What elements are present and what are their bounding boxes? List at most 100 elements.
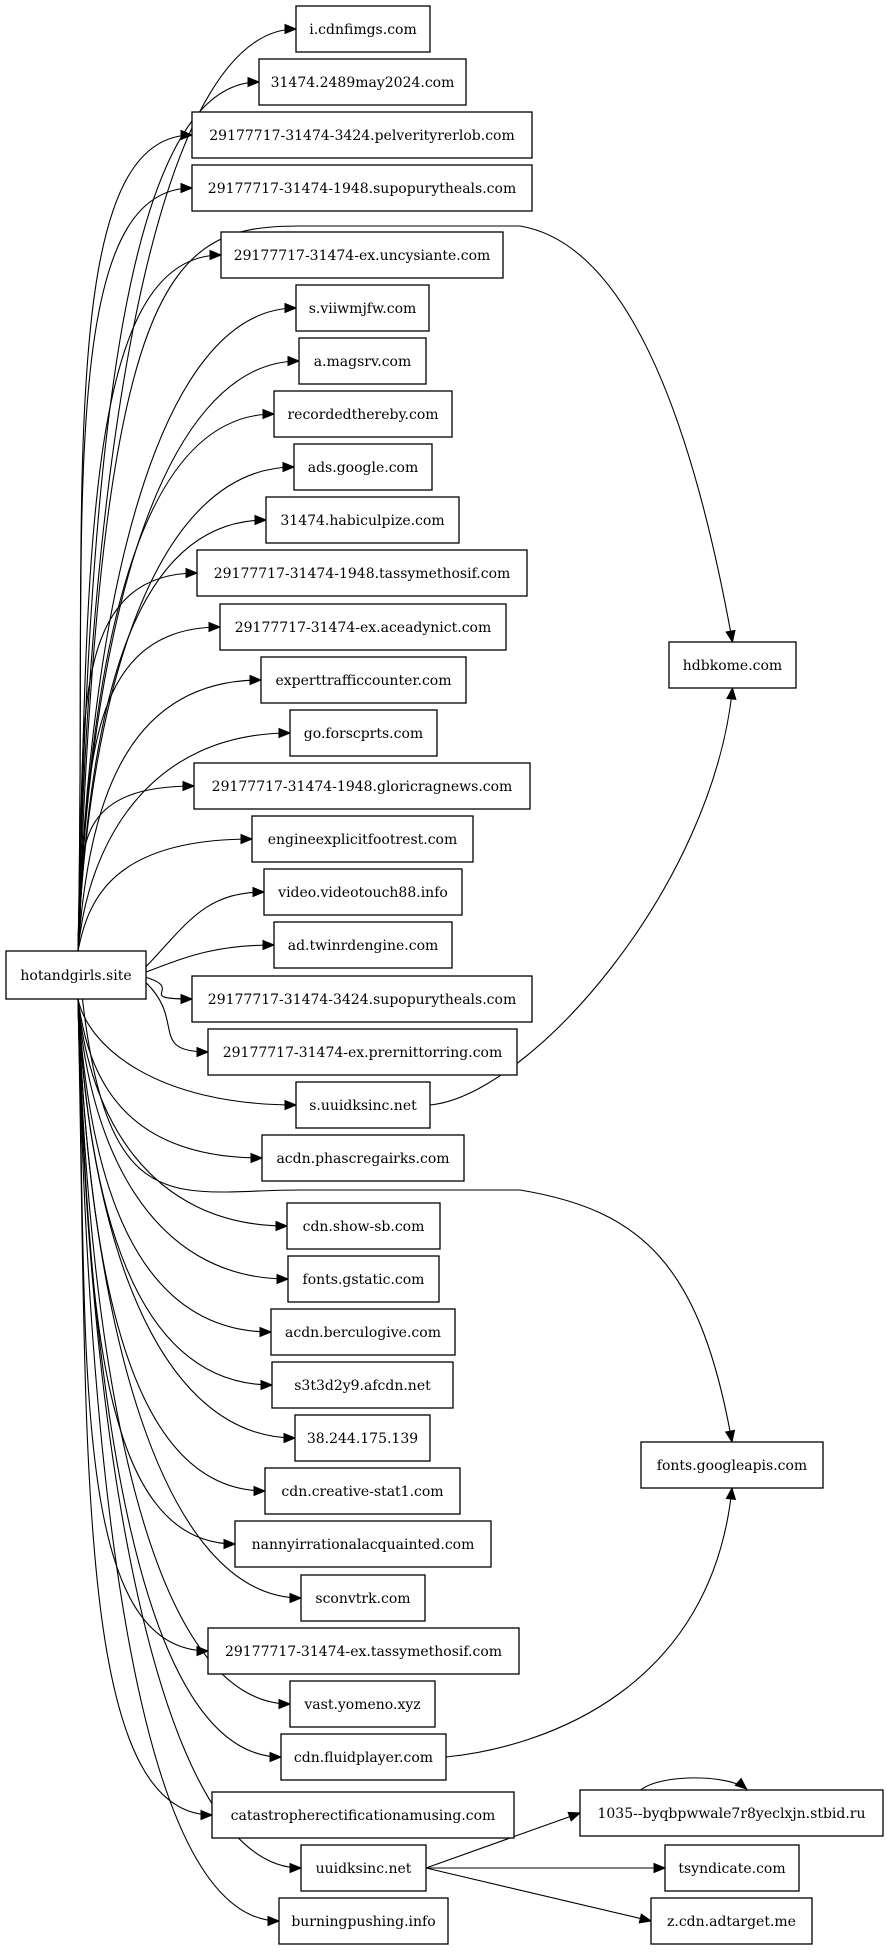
node-n28[interactable]: cdn.creative-stat1.com [264,1467,461,1515]
node-label: ads.google.com [308,460,418,476]
arrowhead-icon [267,1915,281,1927]
arrowhead-icon [289,1592,303,1604]
node-n26[interactable]: s3t3d2y9.afcdn.net [271,1361,454,1409]
node-n33[interactable]: cdn.fluidplayer.com [280,1733,447,1781]
node-box [193,762,531,810]
node-root[interactable]: hotandgirls.site [5,950,147,1000]
arrowhead-icon [180,129,194,141]
node-n32[interactable]: vast.yomeno.xyz [289,1680,436,1728]
edge-n35-to-u3 [425,1867,653,1924]
node-box [191,111,533,159]
node-label: cdn.fluidplayer.com [294,1750,433,1766]
edge-line [77,732,291,952]
edge-u1-to-u1 [640,1777,748,1791]
edge-root-to-n4 [77,182,194,952]
node-n13[interactable]: experttrafficcounter.com [260,656,467,704]
node-n9[interactable]: ads.google.com [293,443,433,491]
node-n5[interactable]: 29177717-31474-ex.uncysiante.com [220,231,504,279]
node-n11[interactable]: 29177717-31474-1948.tassymethosif.com [196,549,528,597]
node-n16[interactable]: engineexplicitfootrest.com [251,815,474,863]
node-label: s.uuidksinc.net [309,1098,417,1114]
arrowhead-icon [260,1379,274,1391]
node-n8[interactable]: recordedthereby.com [273,390,453,438]
node-n12[interactable]: 29177717-31474-ex.aceadynict.com [219,603,507,651]
node-label: uuidksinc.net [316,1861,412,1877]
node-box [258,58,467,106]
edge-root-to-n30 [77,998,303,1604]
node-box [270,1308,456,1356]
node-label: sconvtrk.com [315,1591,410,1607]
node-label: recordedthereby.com [287,407,438,423]
node-n3[interactable]: 29177717-31474-3424.pelverityrerlob.com [191,111,533,159]
edge-line [77,998,302,1869]
edge-root-to-n5 [77,249,223,952]
node-u2[interactable]: tsyndicate.com [664,1844,800,1892]
node-box [207,1627,520,1675]
edge-root-to-n18 [145,939,276,973]
node-n22[interactable]: acdn.phascregairks.com [261,1134,465,1182]
node-box [5,950,147,1000]
node-label: fonts.googleapis.com [657,1458,807,1474]
node-n14[interactable]: go.forscprts.com [289,709,438,757]
edge-line [77,998,296,1439]
node-n23[interactable]: cdn.show-sb.com [286,1202,441,1250]
node-label: video.videotouch88.info [277,885,448,901]
node-n2[interactable]: 31474.2489may2024.com [258,58,467,106]
node-n34[interactable]: catastropherectificationamusing.com [211,1791,515,1839]
edge-line [77,519,267,952]
node-label: i.cdnfimgs.com [309,22,417,38]
node-box [260,656,467,704]
node-box [196,549,528,597]
node-n29[interactable]: nannyirrationalacquainted.com [234,1520,492,1568]
node-n25[interactable]: acdn.berculogive.com [270,1308,456,1356]
node-n17[interactable]: video.videotouch88.info [263,868,463,916]
node-n18[interactable]: ad.twinrdengine.com [273,921,453,969]
node-h2[interactable]: fonts.googleapis.com [640,1441,824,1489]
node-box [251,815,474,863]
edge-root-to-n13 [77,674,263,952]
node-n10[interactable]: 31474.habiculpize.com [265,496,460,544]
edge-root-to-n17 [145,886,266,968]
node-n35[interactable]: uuidksinc.net [300,1844,427,1892]
node-label: cdn.show-sb.com [303,1219,425,1235]
edge-n35-to-u2 [426,1862,667,1874]
edge-root-to-n27 [77,998,297,1444]
node-box [207,1028,518,1076]
edge-root-to-n22 [77,998,264,1164]
edge-line [77,785,195,952]
node-n30[interactable]: sconvtrk.com [300,1574,426,1622]
node-box [264,1467,461,1515]
node-n7[interactable]: a.magsrv.com [298,337,427,385]
arrowhead-icon [283,1432,297,1444]
node-n21[interactable]: s.uuidksinc.net [295,1081,431,1129]
node-n19[interactable]: 29177717-31474-3424.supopurytheals.com [191,975,533,1023]
node-n4[interactable]: 29177717-31474-1948.supopurytheals.com [191,164,533,212]
node-box [650,1897,813,1945]
arrowhead-icon [284,302,298,314]
edge-root-to-n10 [77,514,268,952]
node-label: s.viiwmjfw.com [309,301,417,317]
node-box [261,1134,465,1182]
node-box [286,1202,441,1250]
node-n31[interactable]: 29177717-31474-ex.tassymethosif.com [207,1627,520,1675]
node-label: ad.twinrdengine.com [288,938,439,954]
edge-line [425,1812,581,1869]
node-h1[interactable]: hdbkome.com [668,641,797,689]
node-label: 29177717-31474-1948.supopurytheals.com [208,181,516,197]
node-n24[interactable]: fonts.gstatic.com [287,1255,440,1303]
node-n20[interactable]: 29177717-31474-ex.prernittorring.com [207,1028,518,1076]
node-u1[interactable]: 1035--byqbpwwale7r8yeclxjn.stbid.ru [579,1789,884,1837]
node-n15[interactable]: 29177717-31474-1948.gloricragnews.com [193,762,531,810]
node-n36[interactable]: burningpushing.info [278,1897,449,1945]
arrowhead-icon [249,674,263,686]
edge-root-to-n2 [77,76,261,952]
node-label: fonts.gstatic.com [303,1272,425,1288]
node-u3[interactable]: z.cdn.adtarget.me [650,1897,813,1945]
arrowhead-icon [200,1809,214,1821]
node-n27[interactable]: 38.244.175.139 [294,1414,431,1462]
node-n1[interactable]: i.cdnfimgs.com [295,5,431,53]
node-n6[interactable]: s.viiwmjfw.com [295,284,430,332]
edge-layer [77,23,748,1927]
edge-line [77,998,289,1280]
node-box [271,1361,454,1409]
